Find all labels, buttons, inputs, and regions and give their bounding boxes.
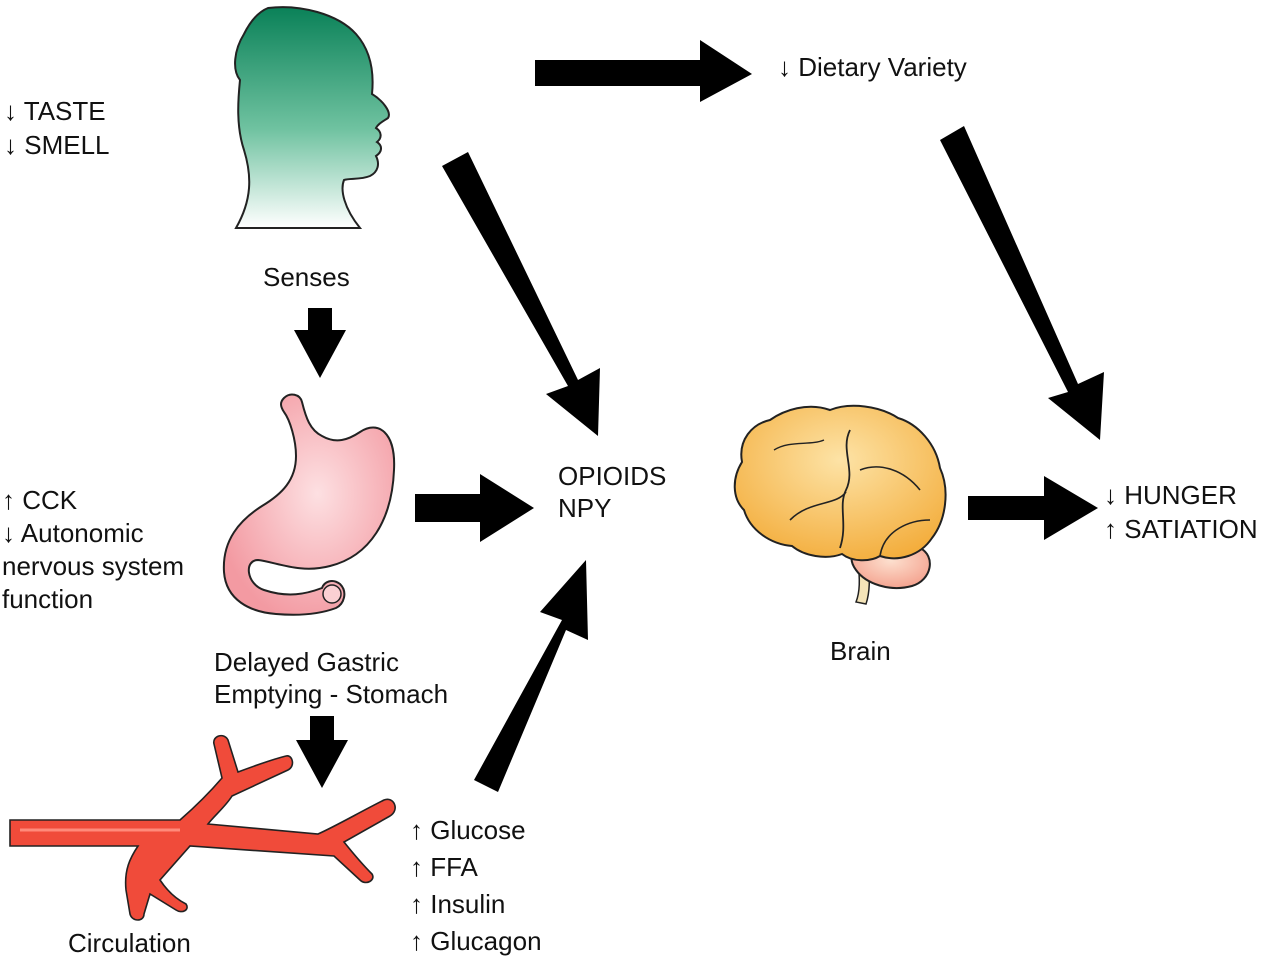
circulation-label: Circulation — [68, 928, 191, 958]
arrow-head-to-dietary-variety — [535, 40, 752, 102]
satiation-label: ↑ SATIATION — [1104, 514, 1258, 544]
brain-icon — [733, 404, 947, 605]
smell-label: ↓ SMELL — [4, 130, 110, 160]
brain-label: Brain — [830, 636, 891, 666]
senses-label: Senses — [263, 262, 350, 292]
glucagon-label: ↑ Glucagon — [410, 926, 542, 956]
arrow-head-to-opioids — [442, 152, 600, 436]
hunger-label: ↓ HUNGER — [1104, 480, 1237, 510]
cck-autonomic-label: ↑ CCK ↓ Autonomic nervous system functio… — [2, 484, 184, 616]
arrow-circulation-to-opioids — [474, 560, 588, 792]
metabolites-label: ↑ Glucose ↑ FFA ↑ Insulin ↑ Glucagon — [410, 812, 542, 960]
insulin-label: ↑ Insulin — [410, 889, 506, 919]
opioids-label: OPIOIDS — [558, 461, 667, 491]
blood-vessel-icon — [9, 734, 396, 921]
cck-label: ↑ CCK — [2, 485, 78, 515]
autonomic-label: ↓ Autonomic — [2, 518, 144, 548]
opioids-npy-label: OPIOIDS NPY — [558, 460, 666, 524]
arrow-senses-to-stomach — [294, 308, 346, 378]
delayed-gastric-label: Delayed Gastric Emptying - Stomach — [214, 646, 448, 710]
taste-label: ↓ TASTE — [4, 96, 106, 126]
arrow-stomach-to-circulation — [296, 716, 348, 788]
function-label: function — [2, 584, 94, 614]
dietary-variety-label: ↓ Dietary Variety — [778, 52, 967, 82]
hunger-satiation-label: ↓ HUNGER ↑ SATIATION — [1104, 478, 1258, 546]
arrow-brain-to-hunger — [968, 476, 1098, 540]
npy-label: NPY — [558, 493, 612, 523]
emptying-stomach-line: Emptying - Stomach — [214, 679, 449, 709]
glucose-label: ↑ Glucose — [410, 815, 526, 845]
arrow-dietary-variety-to-hunger — [940, 126, 1104, 440]
head-silhouette-icon — [234, 6, 390, 229]
ffa-label: ↑ FFA — [410, 852, 478, 882]
stomach-icon — [222, 393, 396, 616]
arrow-stomach-to-opioids — [415, 474, 534, 542]
nervous-system-label: nervous system — [2, 551, 185, 581]
taste-smell-label: ↓ TASTE ↓ SMELL — [4, 94, 110, 162]
delayed-gastric-line: Delayed Gastric — [214, 647, 399, 677]
